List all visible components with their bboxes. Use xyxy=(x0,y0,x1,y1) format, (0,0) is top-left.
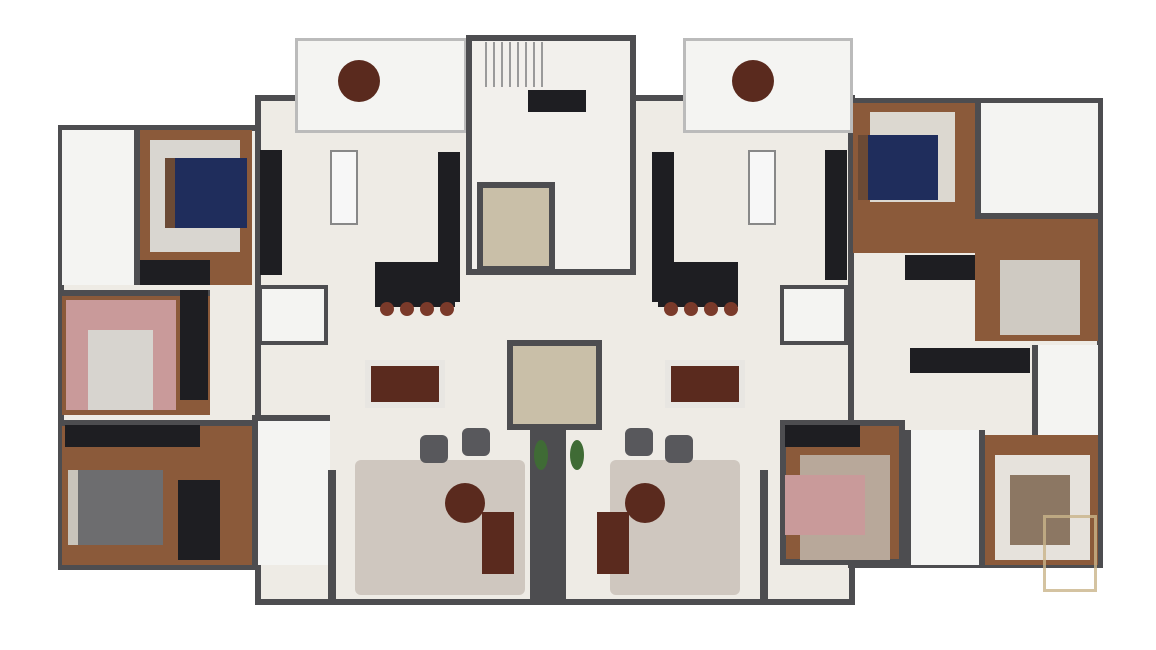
bathroom-small-left xyxy=(258,285,328,345)
fridge xyxy=(330,150,358,225)
stool-icon xyxy=(684,302,698,316)
kitchen-island xyxy=(658,262,738,307)
wardrobe xyxy=(178,480,220,560)
bed-icon xyxy=(165,158,247,228)
plant-icon xyxy=(570,440,584,470)
fridge xyxy=(748,150,776,225)
stool-icon xyxy=(400,302,414,316)
kitchen-counter xyxy=(825,150,847,280)
round-table-icon xyxy=(625,483,665,523)
kitchen-island xyxy=(375,262,455,307)
wardrobe xyxy=(785,425,860,447)
watermark-logo xyxy=(1043,515,1097,592)
bed-icon xyxy=(88,330,153,410)
kitchen-counter xyxy=(260,150,282,275)
dining-table-icon xyxy=(365,360,445,408)
wardrobe xyxy=(180,290,208,400)
armchair-icon xyxy=(462,428,490,456)
stool-icon xyxy=(724,302,738,316)
armchair-icon xyxy=(625,428,653,456)
coffee-table xyxy=(482,512,514,574)
wardrobe xyxy=(910,348,1030,373)
bathroom-left-top xyxy=(62,130,140,285)
wardrobe xyxy=(65,425,200,447)
sofa-icon xyxy=(610,460,740,595)
bed-icon xyxy=(785,475,865,535)
bed-icon xyxy=(68,470,163,545)
round-table-icon xyxy=(445,483,485,523)
armchair-icon xyxy=(420,435,448,463)
wall-left-living xyxy=(328,470,336,600)
dining-table-icon xyxy=(665,360,745,408)
bed-icon xyxy=(1000,260,1080,335)
wardrobe xyxy=(140,260,210,285)
wardrobe xyxy=(905,255,975,280)
bathroom-right-2 xyxy=(905,430,985,565)
bed-icon xyxy=(1010,475,1070,545)
stair-icon xyxy=(533,42,535,87)
stair-icon xyxy=(485,42,487,87)
stool-icon xyxy=(664,302,678,316)
stair-icon xyxy=(541,42,543,87)
elevator-icon xyxy=(507,340,602,430)
stair-icon xyxy=(525,42,527,87)
stool-icon xyxy=(420,302,434,316)
stair-icon xyxy=(493,42,495,87)
wall-right-living xyxy=(760,470,768,600)
round-table-icon xyxy=(338,60,380,102)
stair-landing xyxy=(528,90,586,112)
stool-icon xyxy=(704,302,718,316)
bathroom-small-right xyxy=(780,285,848,345)
bathroom-left-2 xyxy=(252,415,330,565)
stair-icon xyxy=(509,42,511,87)
balcony-left xyxy=(295,38,467,133)
round-table-icon xyxy=(732,60,774,102)
bed-icon xyxy=(858,135,938,200)
stool-icon xyxy=(380,302,394,316)
bathroom-right-mid xyxy=(1032,345,1098,440)
stair-icon xyxy=(501,42,503,87)
coffee-table xyxy=(597,512,629,574)
plant-icon xyxy=(534,440,548,470)
elevator-icon xyxy=(477,182,555,272)
stair-icon xyxy=(517,42,519,87)
stool-icon xyxy=(440,302,454,316)
bathroom-right-top xyxy=(975,103,1098,213)
armchair-icon xyxy=(665,435,693,463)
